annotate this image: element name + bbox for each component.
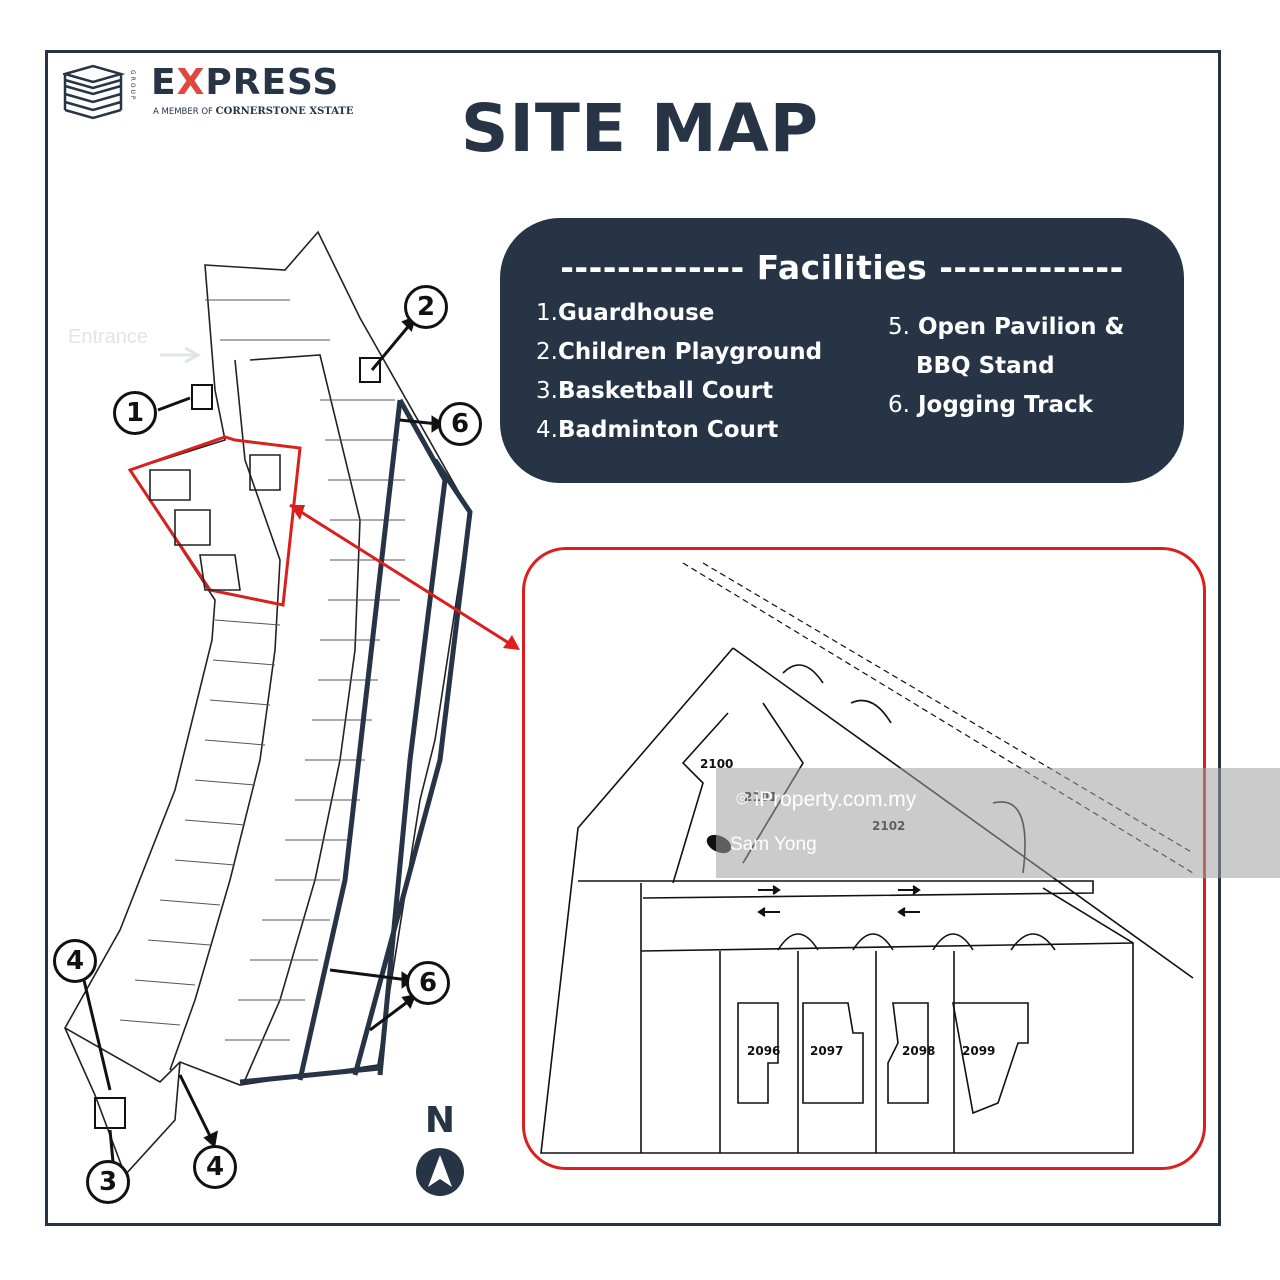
plot-label-2100: 2100 — [700, 757, 734, 771]
logo-member-line: A MEMBER OF CORNERSTONE XSTATE — [153, 106, 354, 117]
logo-wordmark: EXPRESS — [151, 62, 340, 103]
logo-group-label: GROUP — [129, 70, 136, 102]
plot-label-2098: 2098 — [902, 1044, 936, 1058]
page-title: SITE MAP — [460, 90, 820, 167]
plot-label-2099: 2099 — [962, 1044, 996, 1058]
facility-item: 3.Basketball Court — [536, 378, 774, 404]
page-frame — [45, 50, 1221, 1226]
facility-item: 6. Jogging Track — [888, 392, 1093, 418]
watermark-user: Sam Yong — [730, 834, 817, 855]
facility-item: 2.Children Playground — [536, 339, 823, 365]
facilities-heading: ------------- Facilities ------------- — [560, 248, 1124, 287]
location-pin-icon: ⌾ — [736, 788, 749, 811]
north-label: N — [424, 1100, 456, 1141]
facility-item-continued: BBQ Stand — [916, 353, 1055, 379]
site-boundary — [63, 230, 471, 1086]
callout-2: 2 — [404, 285, 448, 329]
callout-3: 3 — [86, 1160, 130, 1204]
entrance-label: Entrance — [68, 326, 149, 348]
facilities-column-right: 5. Open Pavilion & BBQ Stand 6. Jogging … — [888, 308, 1125, 425]
highlight-area — [127, 435, 302, 607]
callout-4: 4 — [53, 939, 97, 983]
facility-item: 5. Open Pavilion & — [888, 314, 1125, 340]
watermark-site: ⌾ iProperty.com.my — [736, 788, 917, 811]
facilities-column-left: 1.Guardhouse 2.Children Playground 3.Bas… — [536, 294, 822, 450]
logo-stack-icon — [60, 64, 126, 120]
facilities-panel: ------------- Facilities ------------- 1… — [500, 218, 1184, 483]
plot-label-2096: 2096 — [747, 1044, 781, 1058]
callout-6: 6 — [406, 961, 450, 1005]
facility-item: 4.Badminton Court — [536, 417, 779, 443]
facility-item: 1.Guardhouse — [536, 300, 715, 326]
callout-6: 6 — [438, 402, 482, 446]
watermark-banner: ⌾ iProperty.com.my Sam Yong — [716, 768, 1280, 878]
brand-logo: GROUP EXPRESS A MEMBER OF CORNERSTONE XS… — [60, 62, 363, 124]
callout-4: 4 — [193, 1145, 237, 1189]
entrance-arrow-icon — [160, 346, 202, 364]
plot-label-2097: 2097 — [810, 1044, 844, 1058]
main-road — [244, 354, 361, 1081]
callout-1: 1 — [113, 391, 157, 435]
